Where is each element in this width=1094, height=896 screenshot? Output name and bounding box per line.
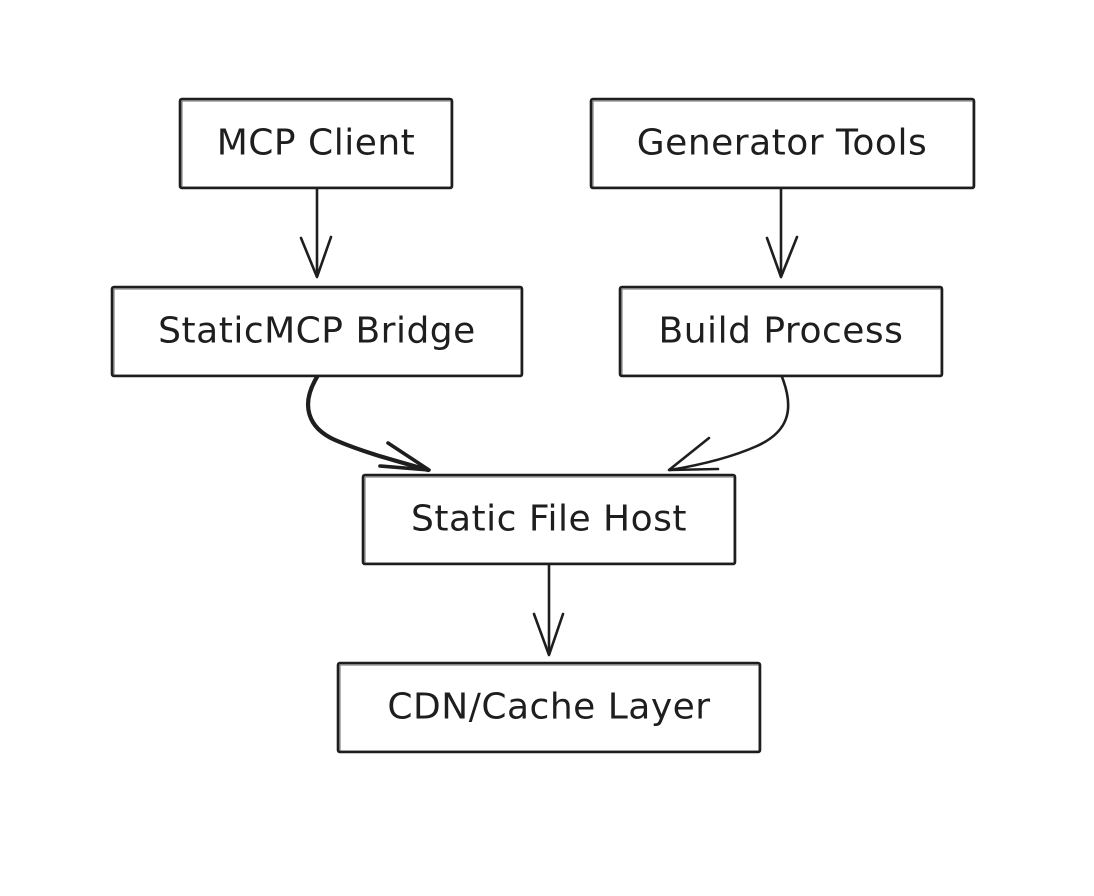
- node-label: StaticMCP Bridge: [158, 311, 476, 352]
- node-static-file-host: Static File Host: [361, 473, 737, 566]
- node-staticmcp-bridge: StaticMCP Bridge: [110, 285, 524, 378]
- node-mcp-client: MCP Client: [178, 97, 454, 190]
- node-label: Build Process: [659, 311, 904, 352]
- node-label: MCP Client: [217, 123, 416, 164]
- edge-build-process-to-static-file-host: [667, 375, 790, 472]
- arrow-head: [378, 441, 431, 472]
- arrow-head: [299, 235, 333, 279]
- node-generator-tools: Generator Tools: [589, 97, 976, 190]
- node-label: Static File Host: [411, 499, 687, 540]
- edges: [299, 187, 799, 657]
- arrow-head: [532, 612, 565, 657]
- edge-mcp-client-to-staticmcp-bridge: [299, 187, 333, 279]
- arrow-head: [765, 235, 799, 279]
- node-label: CDN/Cache Layer: [387, 687, 710, 728]
- edge-staticmcp-bridge-to-static-file-host: [306, 374, 431, 473]
- edge-static-file-host-to-cdn-cache-layer: [532, 563, 565, 657]
- node-cdn-cache-layer: CDN/Cache Layer: [336, 661, 762, 754]
- edge-generator-tools-to-build-process: [765, 187, 799, 279]
- node-label: Generator Tools: [637, 123, 927, 164]
- node-build-process: Build Process: [618, 285, 944, 378]
- arrow-head: [667, 436, 720, 472]
- nodes: MCP Client Generator Tools StaticMCP Bri…: [110, 97, 976, 754]
